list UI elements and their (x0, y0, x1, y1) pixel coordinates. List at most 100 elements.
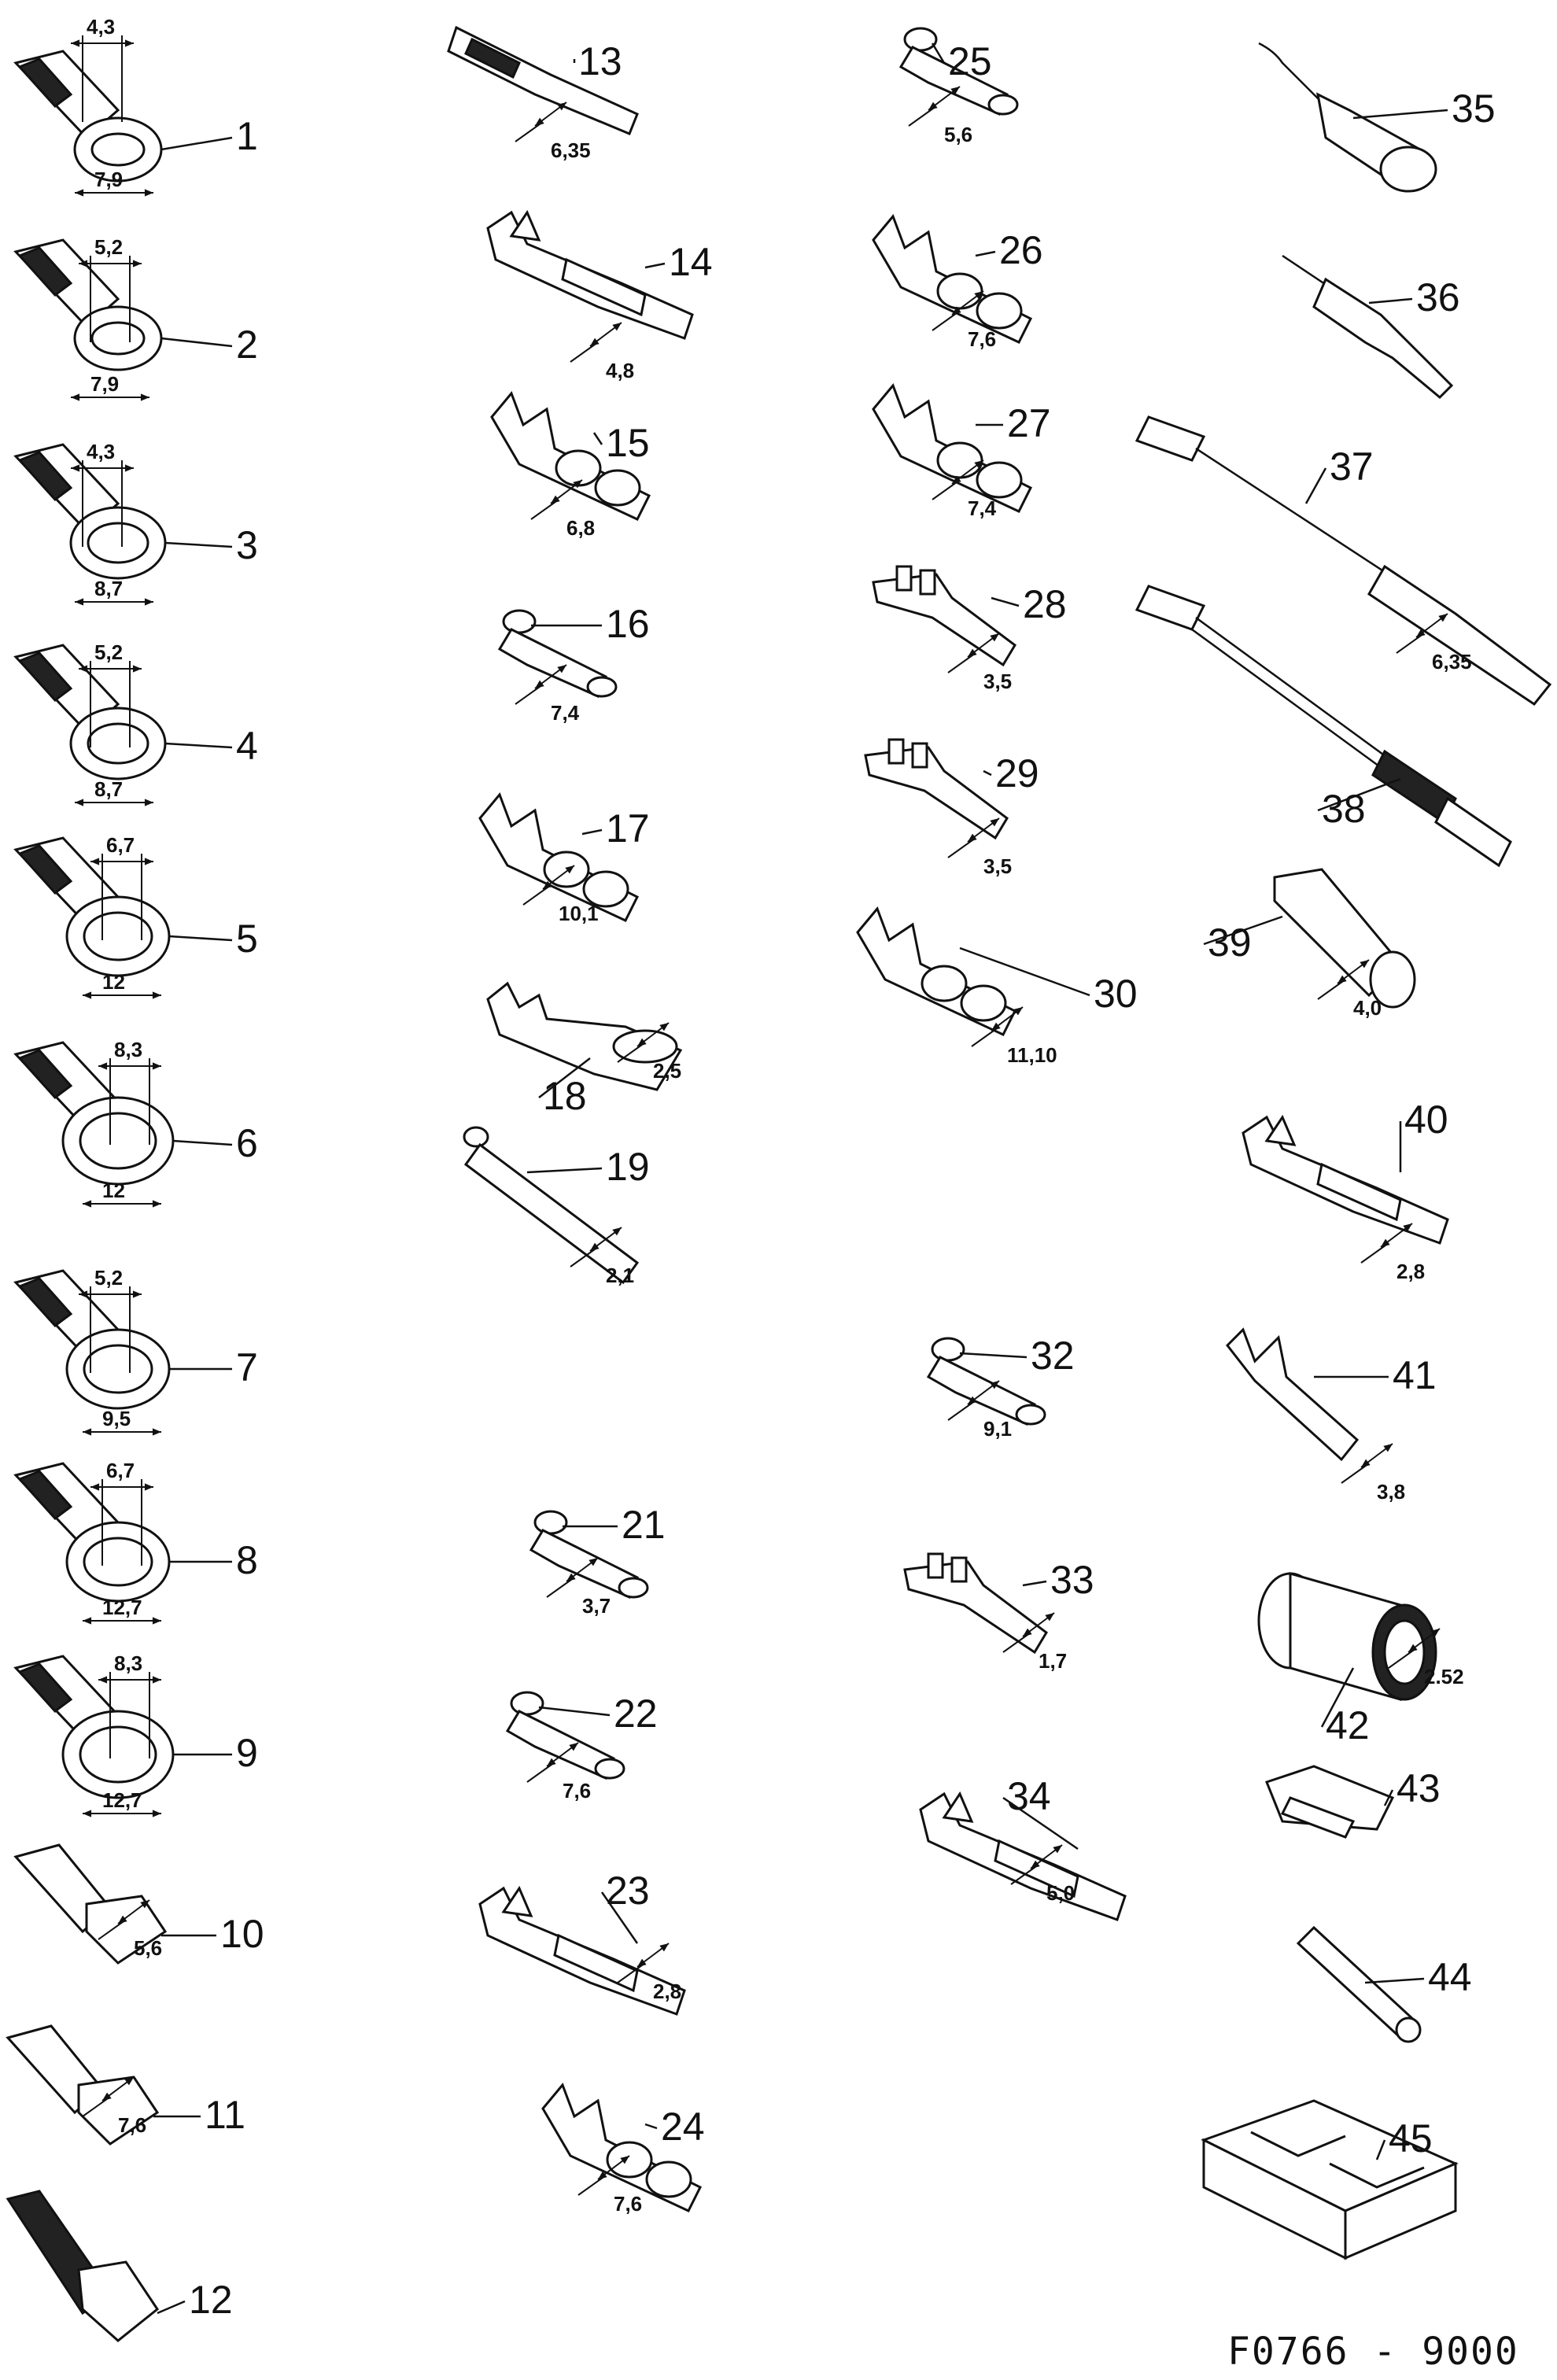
dim-label: 3,5 (983, 670, 1012, 693)
dim-label-2: 8,7 (94, 777, 123, 801)
part-number-label: 26 (999, 228, 1043, 272)
part-2: 5,2 7,9 2 (13, 235, 258, 401)
part-number-label: 15 (606, 421, 650, 465)
part-number-label: 7 (236, 1345, 258, 1389)
dim-label-2: 7,9 (90, 372, 119, 396)
dim-label: 2,8 (1397, 1260, 1425, 1283)
part-39: 394,0 (1203, 868, 1416, 1020)
part-10: 105,6 (13, 1843, 264, 1965)
dim-label-2: 12 (102, 970, 125, 994)
part-23: 232,8 (478, 1869, 686, 2016)
part-42: 422.52 (1257, 1572, 1464, 1747)
part-number-label: 3 (236, 523, 258, 567)
part-number-label: 23 (606, 1869, 650, 1913)
part-36: 36 (1282, 254, 1460, 400)
dim-label: 7,6 (614, 2192, 642, 2216)
part-number-label: 11 (205, 2093, 245, 2137)
part-32: 329,1 (926, 1334, 1075, 1441)
part-number-label: 13 (578, 39, 622, 83)
part-15: 156,8 (490, 391, 651, 540)
part-33: 331,7 (903, 1552, 1094, 1673)
dim-label: 5,2 (94, 235, 123, 259)
dim-label-2: 12 (102, 1179, 125, 1202)
part-number-label: 45 (1389, 2116, 1433, 2160)
part-number-label: 1 (236, 114, 258, 158)
dim-label: 7,6 (118, 2113, 146, 2137)
part-1: 4,37,91 (13, 15, 258, 197)
dim-label: 9,1 (983, 1417, 1012, 1441)
dim-label: 4,3 (87, 440, 115, 463)
dim-label: 3,7 (582, 1594, 611, 1618)
part-number-label: 8 (236, 1538, 258, 1582)
dim-label: 5,6 (944, 123, 972, 146)
part-9: 8,312,79 (13, 1651, 258, 1817)
part-11: 117,6 (6, 2024, 245, 2146)
dim-label: 5,0 (1046, 1881, 1075, 1905)
part-number-label: 30 (1094, 972, 1138, 1016)
part-number-label: 42 (1326, 1703, 1370, 1747)
part-number-label: 44 (1428, 1955, 1472, 1999)
part-29: 293,5 (864, 738, 1039, 878)
dim-label: 4,3 (87, 15, 115, 39)
part-number-label: 39 (1208, 921, 1252, 965)
part-13: 136,35 (447, 25, 639, 162)
part-37: 376,35 (1135, 415, 1552, 707)
part-number-label: 24 (661, 2105, 705, 2149)
part-45: 45 (1201, 2099, 1459, 2260)
part-number-label: 40 (1404, 1098, 1448, 1142)
part-22: 227,6 (505, 1691, 658, 1803)
part-24: 247,6 (541, 2083, 705, 2216)
dim-label: 2,5 (653, 1059, 681, 1083)
part-number-label: 35 (1452, 87, 1496, 131)
dim-label-2: 8,7 (94, 577, 123, 600)
part-number-label: 36 (1416, 275, 1460, 319)
part-4: 5,28,74 (13, 640, 258, 806)
part-number-label: 29 (995, 751, 1039, 795)
part-number-label: 19 (606, 1145, 650, 1189)
dim-label: 8,3 (114, 1651, 142, 1675)
part-38: 38 (1135, 585, 1512, 868)
part-number-label: 2 (236, 323, 258, 367)
dim-label: 3,5 (983, 854, 1012, 878)
dim-label: 8,3 (114, 1038, 142, 1061)
part-number-label: 32 (1031, 1334, 1075, 1378)
dim-label: 6,35 (551, 138, 591, 162)
dim-label: 11,10 (1007, 1043, 1057, 1067)
part-number-label: 5 (236, 917, 258, 961)
drawing-code: F0766 - 9000 (1227, 2330, 1519, 2374)
part-number-label: 17 (606, 806, 650, 851)
part-number-label: 28 (1023, 582, 1067, 626)
part-number-label: 18 (543, 1074, 587, 1118)
part-number-label: 10 (220, 1912, 264, 1956)
dim-label: 1,7 (1039, 1649, 1067, 1673)
part-16: 167,4 (497, 602, 650, 725)
dim-label: 7,6 (563, 1779, 591, 1803)
part-26: 267,6 (872, 214, 1043, 351)
part-25: 255,6 (898, 27, 1019, 146)
part-number-label: 16 (606, 602, 650, 646)
part-41: 413,8 (1226, 1327, 1437, 1504)
dim-label-2: 9,5 (102, 1407, 131, 1430)
part-30: 30 11,10 (856, 906, 1138, 1067)
dim-label: 6,7 (106, 1459, 135, 1482)
part-40: 402,8 (1242, 1098, 1449, 1283)
dim-label: 7,4 (551, 701, 580, 725)
dim-label: 6,8 (566, 516, 595, 540)
dim-label: 2,1 (606, 1264, 634, 1287)
part-number-label: 38 (1322, 787, 1366, 831)
part-21: 213,7 (529, 1503, 666, 1618)
part-number-label: 43 (1397, 1766, 1441, 1810)
part-number-label: 25 (948, 39, 992, 83)
part-number-label: 37 (1330, 445, 1374, 489)
dim-label: 5,6 (134, 1936, 162, 1960)
dim-label: 5,2 (94, 640, 123, 664)
dim-label: 5,2 (94, 1266, 123, 1290)
part-number-label: 34 (1007, 1774, 1051, 1818)
part-number-label: 9 (236, 1731, 258, 1775)
part-8: 6,712,78 (13, 1459, 258, 1625)
part-44: 44 (1296, 1925, 1472, 2043)
